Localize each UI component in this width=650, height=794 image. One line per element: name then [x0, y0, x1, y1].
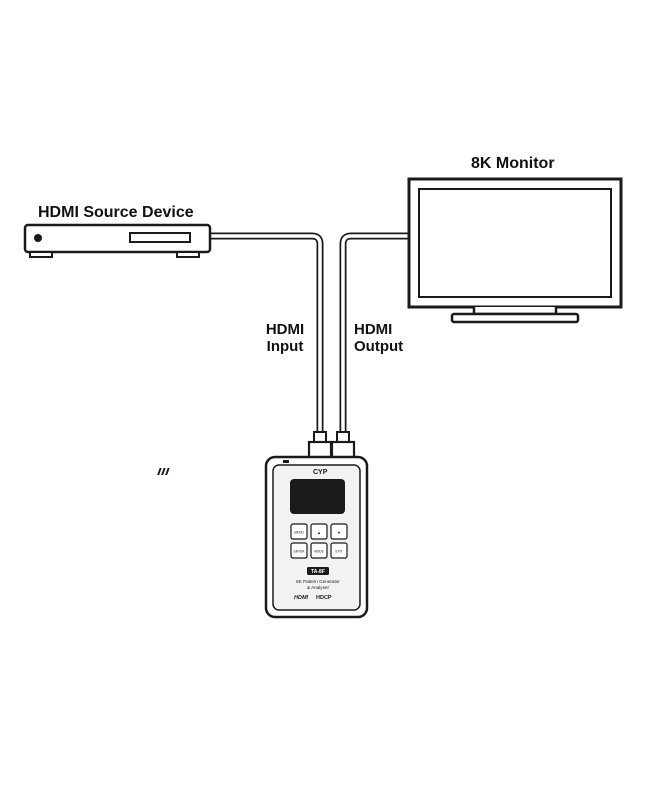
device-screen — [290, 479, 345, 514]
svg-text:MODE: MODE — [314, 550, 324, 554]
pattern-generator-device: CYP MENU ▲ ▼ ENTER MODE EXIT TA-8F 8K Pa… — [157, 455, 369, 619]
hdmi-output-label-line1: HDMI — [354, 321, 393, 338]
8k-monitor — [407, 177, 623, 324]
hdmi-output-cable — [339, 232, 410, 440]
hdmi-source-device — [23, 223, 212, 258]
hdcp-logo: HDCP — [316, 595, 332, 601]
hdmi-input-label-line1: HDMI — [265, 321, 305, 338]
enter-button — [290, 542, 308, 559]
hdmi-input-cable — [205, 232, 324, 440]
hdmi-input-label-line2: Input — [266, 338, 304, 356]
hdmi-input-label: HDMI Input — [262, 321, 308, 356]
source-device-label: HDMI Source Device — [38, 204, 194, 221]
power-button-icon — [34, 234, 42, 242]
hdmi-output-label: HDMI Output — [354, 321, 403, 356]
up-arrow-icon: ▲ — [317, 530, 321, 535]
brand-logo: CYP — [313, 469, 328, 476]
hdmi-logo: HDMI — [294, 595, 309, 601]
device-description-line2: & Analyser — [307, 585, 329, 590]
monitor-label: 8K Monitor — [471, 155, 555, 172]
mode-button — [310, 542, 328, 559]
up-button — [310, 523, 328, 540]
model-badge — [307, 567, 329, 575]
device-description-line1: 8K Pattern Generator — [296, 579, 340, 584]
hdmi-output-plug — [330, 431, 356, 461]
brand-stripes-icon — [157, 468, 170, 475]
menu-button — [290, 523, 308, 540]
svg-text:MENU: MENU — [294, 531, 304, 535]
down-button — [330, 523, 348, 540]
svg-text:ENTER: ENTER — [294, 550, 306, 554]
svg-text:TA-8F: TA-8F — [311, 569, 325, 575]
hdmi-output-label-line2: Output — [354, 338, 404, 356]
svg-text:EXIT: EXIT — [335, 550, 342, 554]
exit-button — [330, 542, 348, 559]
hdmi-input-plug — [307, 431, 333, 461]
disc-slot — [129, 232, 191, 243]
down-arrow-icon: ▼ — [337, 530, 341, 535]
status-led — [283, 460, 289, 463]
